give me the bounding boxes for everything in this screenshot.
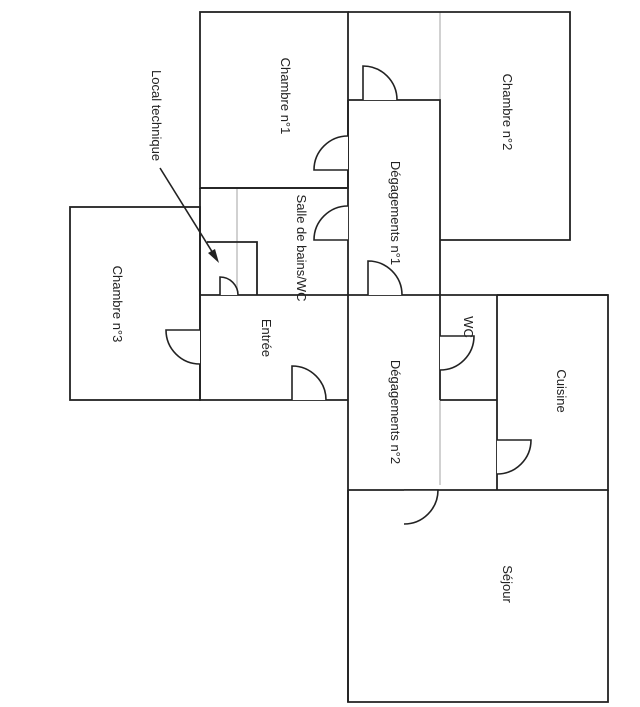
room-label-chambre-3: Chambre n°3	[110, 266, 125, 343]
room-label-chambre-2: Chambre n°2	[500, 74, 515, 151]
callout-arrow	[159, 167, 219, 263]
doors	[165, 65, 532, 525]
room-label-wc: WC	[461, 316, 476, 338]
room-outline-chambre-3	[69, 206, 201, 401]
room-label-entree: Entrée	[259, 319, 274, 357]
room-label-chambre-1: Chambre n°1	[278, 58, 293, 135]
room-labels: Chambre n°1 Chambre n°2 Chambre n°3 Déga…	[110, 58, 569, 604]
room-outline-cuisine	[348, 294, 609, 491]
door-salle-de-bains	[313, 205, 349, 241]
room-label-salle-de-bains: Salle de bains/WC	[294, 195, 309, 302]
partitions	[236, 12, 441, 485]
room-outline-chambre-2	[348, 11, 571, 241]
door-sejour	[403, 489, 439, 525]
door-degagements-junction	[367, 260, 403, 296]
callout-label-local-technique: Local technique	[149, 70, 164, 161]
door-degagements-1-chambre-2	[362, 65, 398, 101]
door-chambre-3	[165, 329, 201, 365]
room-outline-sejour	[347, 490, 609, 703]
door-wc	[439, 335, 475, 371]
room-label-degagements-2: Dégagements n°2	[388, 360, 403, 464]
room-label-degagements-1: Dégagements n°1	[388, 161, 403, 265]
door-cuisine	[496, 439, 532, 475]
room-label-sejour: Séjour	[500, 565, 515, 603]
door-entree-exterior	[291, 365, 327, 401]
room-outline-local-technique	[207, 241, 258, 295]
door-chambre-1	[313, 135, 349, 171]
room-label-cuisine: Cuisine	[554, 369, 569, 412]
door-local-technique	[219, 276, 239, 296]
